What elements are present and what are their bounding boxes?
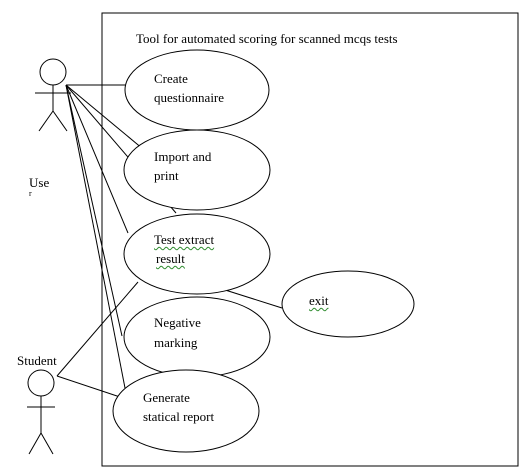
- actor-user-label-overflow: r: [29, 189, 32, 198]
- system-title: Tool for automated scoring for scanned m…: [136, 31, 398, 46]
- assoc-user-import: [65, 84, 144, 150]
- use-case-report-line2: statical report: [143, 409, 215, 424]
- use-case-report-line1: Generate: [143, 390, 190, 405]
- assoc-test-exit: [221, 288, 283, 309]
- use-case-test-ellipse: [123, 213, 271, 295]
- use-case-exit-ellipse: [281, 270, 415, 338]
- actor-user-figure: [35, 58, 71, 132]
- use-case-import-line1: Import and: [154, 149, 212, 164]
- assoc-user-report: [65, 84, 126, 389]
- use-case-report-ellipse: [112, 369, 260, 453]
- use-case-test-line2: result: [156, 251, 185, 266]
- use-case-exit-label: exit: [309, 293, 329, 308]
- use-case-create-line2: questionnaire: [154, 90, 225, 105]
- actor-user-head: [39, 58, 67, 86]
- actor-student-head: [27, 369, 55, 397]
- use-case-negative-line2: marking: [154, 335, 198, 350]
- assoc-user-test: [65, 84, 129, 234]
- assoc-user-negative: [65, 84, 123, 337]
- use-case-create-line1: Create: [154, 71, 188, 86]
- assoc-student-report: [56, 375, 124, 399]
- actor-user-label: Use: [29, 175, 50, 190]
- system-boundary: [101, 12, 519, 467]
- actor-student-figure: [27, 369, 55, 455]
- actor-student-label: Student: [17, 353, 57, 368]
- use-case-negative-line1: Negative: [154, 315, 201, 330]
- use-case-import-ellipse: [123, 129, 271, 211]
- use-case-test-line1: Test extract: [154, 232, 215, 247]
- use-case-import-line2: print: [154, 168, 179, 183]
- assoc-student-test: [56, 281, 139, 377]
